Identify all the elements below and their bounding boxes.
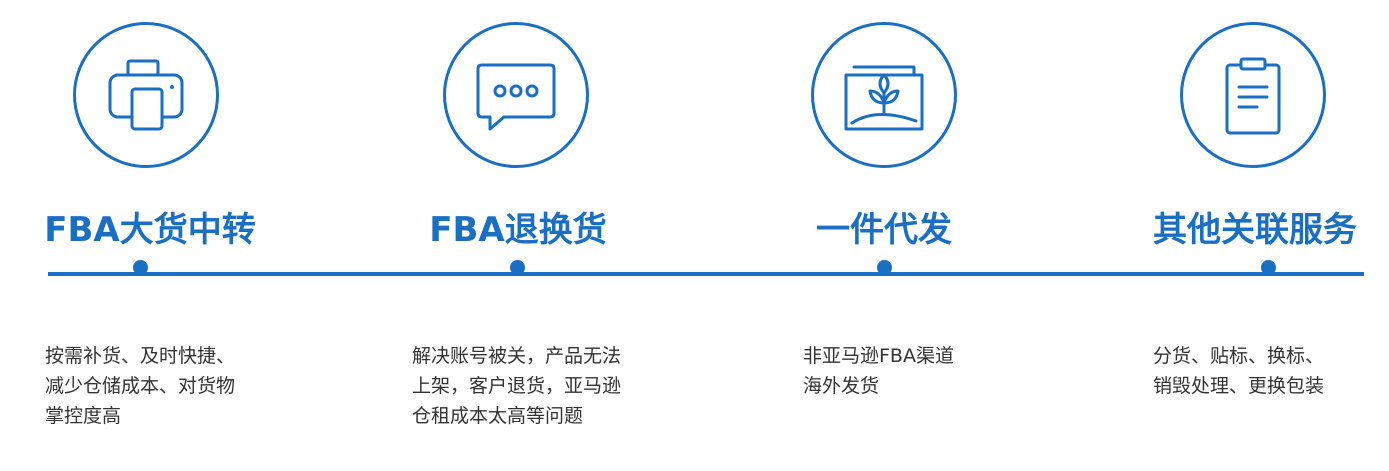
service-title-3: 一件代发 bbox=[816, 210, 952, 250]
description-line: 销毁处理、更换包装 bbox=[1153, 375, 1325, 397]
chat-bubble-icon bbox=[476, 63, 556, 131]
description-line: 上架，客户退货，亚马逊 bbox=[412, 375, 622, 397]
service-description-3: 非亚马逊FBA渠道 海外发货 bbox=[803, 341, 954, 401]
timeline-line bbox=[48, 272, 1364, 276]
service-icon-circle-1 bbox=[73, 22, 219, 168]
service-icon-circle-4 bbox=[1180, 22, 1326, 168]
timeline-dot-4 bbox=[1261, 260, 1276, 275]
service-description-2: 解决账号被关，产品无法 上架，客户退货，亚马逊 仓租成本太高等问题 bbox=[412, 341, 621, 431]
service-description-4: 分货、贴标、换标、 销毁处理、更换包装 bbox=[1153, 341, 1324, 401]
description-line: 仓租成本太高等问题 bbox=[412, 405, 584, 427]
service-icon-circle-3 bbox=[811, 22, 957, 168]
service-description-1: 按需补货、及时快捷、 减少仓储成本、对货物 掌控度高 bbox=[45, 341, 235, 431]
clipboard-icon bbox=[1225, 57, 1281, 135]
timeline-dot-2 bbox=[510, 260, 525, 275]
timeline-dot-3 bbox=[877, 260, 892, 275]
timeline-dot-1 bbox=[133, 260, 148, 275]
service-title-1: FBA大货中转 bbox=[44, 210, 256, 250]
description-line: 掌控度高 bbox=[45, 405, 122, 427]
description-line: 解决账号被关，产品无法 bbox=[412, 345, 622, 367]
service-title-2: FBA退换货 bbox=[429, 210, 607, 250]
service-icon-circle-2 bbox=[443, 22, 589, 168]
description-line: 按需补货、及时快捷、 bbox=[45, 345, 236, 367]
printer-icon bbox=[108, 59, 184, 131]
description-line: 海外发货 bbox=[803, 375, 880, 397]
description-line: 非亚马逊FBA渠道 bbox=[803, 345, 954, 367]
description-line: 分货、贴标、换标、 bbox=[1153, 345, 1325, 367]
description-line: 减少仓储成本、对货物 bbox=[45, 375, 236, 397]
plant-photo-icon bbox=[844, 65, 924, 131]
service-title-4: 其他关联服务 bbox=[1153, 210, 1357, 250]
